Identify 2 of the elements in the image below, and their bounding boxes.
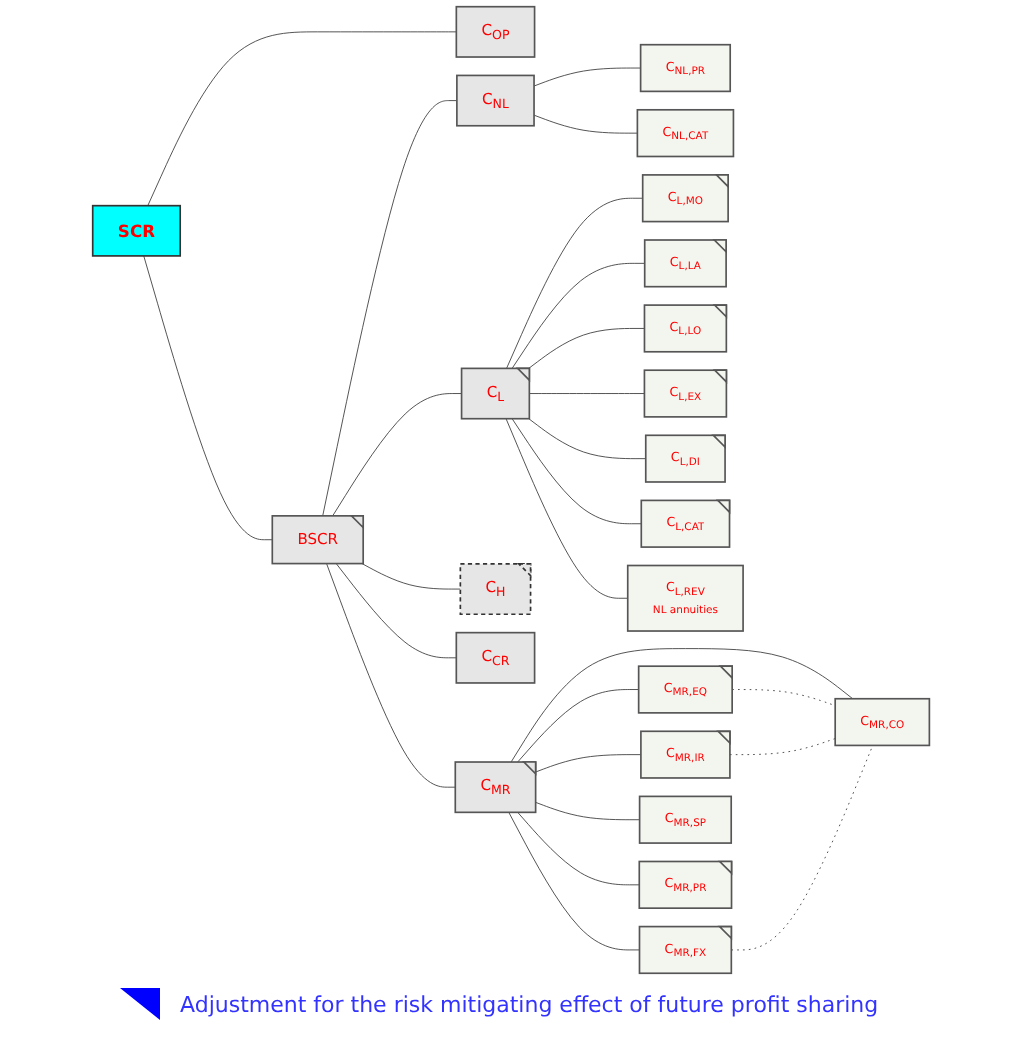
risk-module-box: SCR <box>91 204 181 257</box>
legend-text: Adjustment for the risk mitigating effect of future profit sharing <box>180 991 879 1017</box>
